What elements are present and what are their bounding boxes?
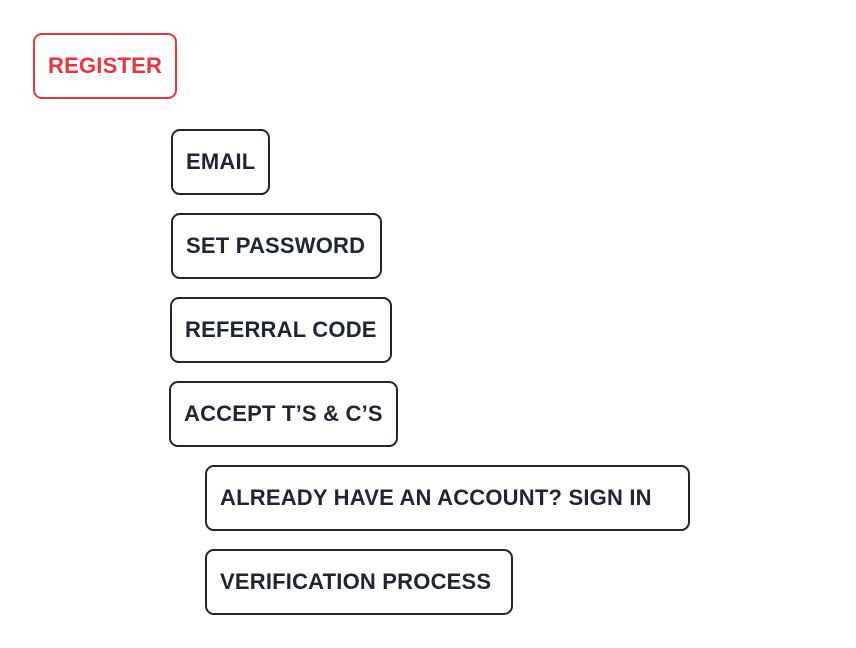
- flow-node-referral-code[interactable]: REFERRAL CODE: [170, 297, 392, 363]
- flow-node-register[interactable]: REGISTER: [33, 33, 178, 99]
- flow-node-already-have-account-sign-in[interactable]: ALREADY HAVE AN ACCOUNT? SIGN IN: [205, 465, 690, 531]
- flow-node-set-password[interactable]: SET PASSWORD: [171, 213, 382, 279]
- flow-node-verification-process[interactable]: VERIFICATION PROCESS: [205, 549, 513, 615]
- flow-node-email[interactable]: EMAIL: [171, 129, 271, 195]
- flow-node-accept-terms[interactable]: ACCEPT T’S & C’S: [169, 381, 398, 447]
